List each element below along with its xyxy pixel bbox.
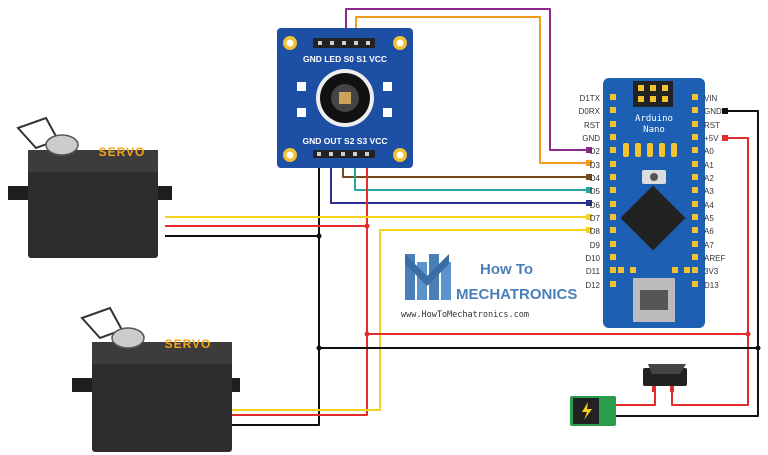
pin-label: A2 bbox=[704, 174, 714, 183]
pin-label: D5 bbox=[590, 187, 601, 196]
pin-label: D10 bbox=[585, 254, 600, 263]
nano-connection-markers bbox=[586, 108, 728, 233]
pin-label: +5V bbox=[704, 134, 719, 143]
pin-label: A4 bbox=[704, 201, 714, 210]
logo-mark-icon bbox=[405, 254, 451, 300]
pin-label: A7 bbox=[704, 241, 714, 250]
junction-dot bbox=[316, 345, 322, 351]
pin-label: D0RX bbox=[579, 107, 601, 116]
nano-title-line1: Arduino bbox=[635, 114, 673, 124]
logo-line-1: How To bbox=[480, 261, 533, 278]
wires bbox=[165, 8, 761, 426]
sensor-bottom-pin-labels: GND OUT S2 S3 VCC bbox=[302, 136, 387, 146]
rocker-switch bbox=[643, 364, 687, 392]
pin-label: D1TX bbox=[580, 94, 601, 103]
dc-jack bbox=[570, 396, 616, 426]
nano-right-pin-labels: VIN GND RST +5V A0 A1 A2 A3 A4 A5 A6 A7 … bbox=[704, 94, 725, 290]
pin-label: A3 bbox=[704, 187, 714, 196]
pin-label: A0 bbox=[704, 147, 714, 156]
pin-label: RST bbox=[704, 121, 720, 130]
junction-dot bbox=[364, 223, 370, 229]
color-sensor: GND LED S0 S1 VCC GND OUT S2 S3 VCC bbox=[277, 28, 413, 168]
pin-label: D3 bbox=[590, 161, 601, 170]
junction-dot bbox=[364, 331, 370, 337]
pin-label: D6 bbox=[590, 201, 601, 210]
wire-power-switch bbox=[671, 334, 749, 406]
pin-label: D8 bbox=[590, 227, 601, 236]
logo-line-2: MECHATRONICS bbox=[456, 286, 577, 303]
pin-label: A1 bbox=[704, 161, 714, 170]
pin-label: AREF bbox=[704, 254, 725, 263]
pin-label: GND bbox=[704, 107, 722, 116]
wire-s1-d3 bbox=[355, 16, 589, 164]
pin-label: D11 bbox=[586, 267, 601, 276]
wire-sensor-gnd bbox=[232, 152, 320, 426]
pin-label: VIN bbox=[704, 94, 718, 103]
pin-label: D9 bbox=[590, 241, 601, 250]
servo-1: SERVO bbox=[8, 116, 172, 258]
servo-2-label: SERVO bbox=[165, 337, 212, 351]
pin-label: RST bbox=[584, 121, 600, 130]
arduino-nano: Arduino Nano bbox=[579, 78, 728, 328]
wire-servo2-signal bbox=[232, 229, 589, 411]
wire-ground-rail bbox=[319, 110, 759, 349]
nano-title-line2: Nano bbox=[643, 125, 665, 135]
junction-dot bbox=[745, 331, 751, 337]
wire-sensor-vcc bbox=[232, 152, 368, 416]
wire-s0-d2 bbox=[345, 8, 589, 151]
pin-label: D2 bbox=[590, 147, 601, 156]
pin-label: D12 bbox=[585, 281, 600, 290]
junction-dot bbox=[316, 233, 322, 239]
servo-2: SERVO bbox=[72, 306, 240, 452]
junction-dot bbox=[755, 345, 761, 351]
servo-1-label: SERVO bbox=[99, 145, 146, 159]
pin-label: 3V3 bbox=[704, 267, 719, 276]
wire-jack-switch bbox=[612, 385, 656, 406]
howtomechatronics-logo: How To MECHATRONICS www.HowToMechatronic… bbox=[401, 254, 577, 320]
sensor-top-pin-labels: GND LED S0 S1 VCC bbox=[303, 54, 387, 64]
pin-label: A5 bbox=[704, 214, 714, 223]
wire-s3-d6 bbox=[330, 152, 589, 204]
nano-left-pin-labels: D1TX D0RX RST GND D2 D3 D4 D5 D6 D7 D8 D… bbox=[579, 94, 601, 290]
logo-url: www.HowToMechatronics.com bbox=[401, 310, 529, 320]
pin-label: D7 bbox=[590, 214, 601, 223]
pin-label: A6 bbox=[704, 227, 714, 236]
pin-label: D13 bbox=[704, 281, 719, 290]
power-bolt-icon bbox=[582, 402, 592, 420]
pin-label: GND bbox=[582, 134, 600, 143]
pin-label: D4 bbox=[590, 174, 601, 183]
wire-ground-jack bbox=[612, 348, 759, 417]
wire-power-rail bbox=[367, 137, 749, 335]
